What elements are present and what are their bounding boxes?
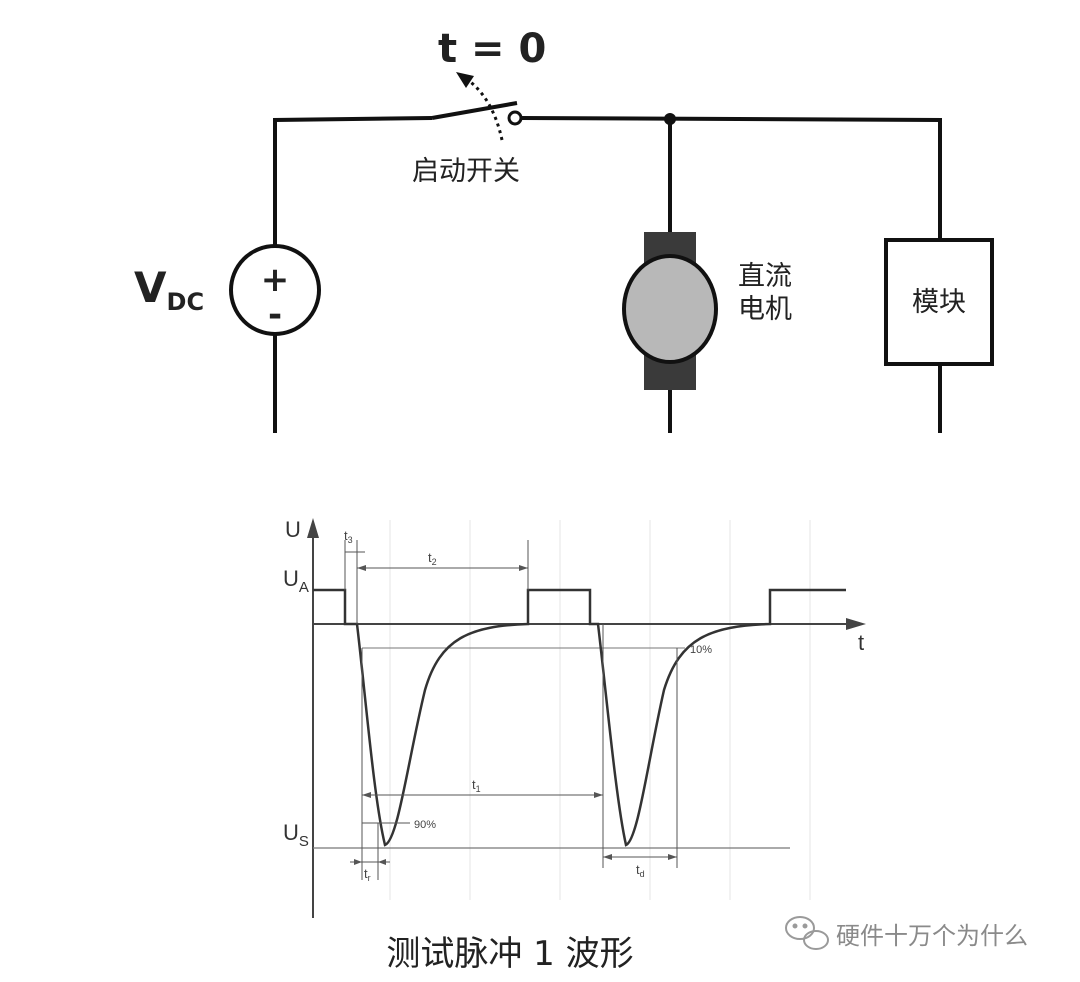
td-label: td	[636, 862, 645, 879]
switch-arrow-head-icon	[456, 72, 474, 88]
dc-source-minus: -	[268, 295, 282, 335]
dc-source-plus: +	[261, 260, 290, 300]
x-axis-label: t	[858, 630, 864, 655]
wechat-icon	[785, 916, 829, 950]
t2-label: t2	[428, 550, 437, 567]
t1-arrow-right-icon	[594, 792, 603, 798]
module-label: 模块	[912, 287, 966, 318]
switch-arrow	[467, 78, 504, 141]
dc-source-symbol	[229, 244, 321, 336]
ua-label: UA	[283, 566, 309, 596]
t1-label: t1	[472, 777, 481, 794]
top-wire	[520, 116, 942, 240]
module-box	[884, 238, 994, 366]
td-arrow-right-icon	[668, 854, 677, 860]
background-grid	[389, 520, 811, 900]
switch-label: 启动开关	[412, 156, 520, 187]
left-wire-top	[273, 116, 433, 247]
circuit-diagram: t = 0 启动开关 + - VDC 直流 电机 模块	[134, 26, 994, 433]
y-axis-label: U	[285, 517, 301, 542]
y-axis-arrow-icon	[307, 518, 319, 538]
switch-contact	[507, 110, 523, 126]
switch-blade	[431, 101, 518, 120]
ten-percent-label: 10%	[690, 644, 712, 656]
switch-time-label: t = 0	[438, 26, 546, 72]
watermark-text: 硬件十万个为什么	[836, 922, 1028, 950]
x-axis-arrow-icon	[846, 618, 866, 630]
motor-label-line2: 电机	[738, 294, 792, 325]
waveform-diagram: U t UA US t3 t2 t1 90% tr	[283, 517, 866, 974]
dc-motor-symbol	[622, 254, 718, 364]
us-label: US	[283, 820, 309, 850]
motor-label-line1: 直流	[738, 261, 792, 292]
tr-arrow-right-icon	[378, 859, 386, 865]
waveform-caption: 测试脉冲 1 波形	[386, 934, 633, 974]
t3-label: t3	[344, 528, 353, 545]
ninety-percent-label: 90%	[414, 819, 436, 831]
t2-arrow-right-icon	[519, 565, 528, 571]
tr-arrow-left-icon	[354, 859, 362, 865]
watermark: 硬件十万个为什么	[785, 916, 1028, 950]
t2-arrow-left-icon	[357, 565, 366, 571]
t1-arrow-left-icon	[362, 792, 371, 798]
tr-label: tr	[364, 866, 371, 883]
dc-source-label: VDC	[134, 263, 204, 316]
td-arrow-left-icon	[603, 854, 612, 860]
test-pulse-waveform	[313, 588, 846, 847]
